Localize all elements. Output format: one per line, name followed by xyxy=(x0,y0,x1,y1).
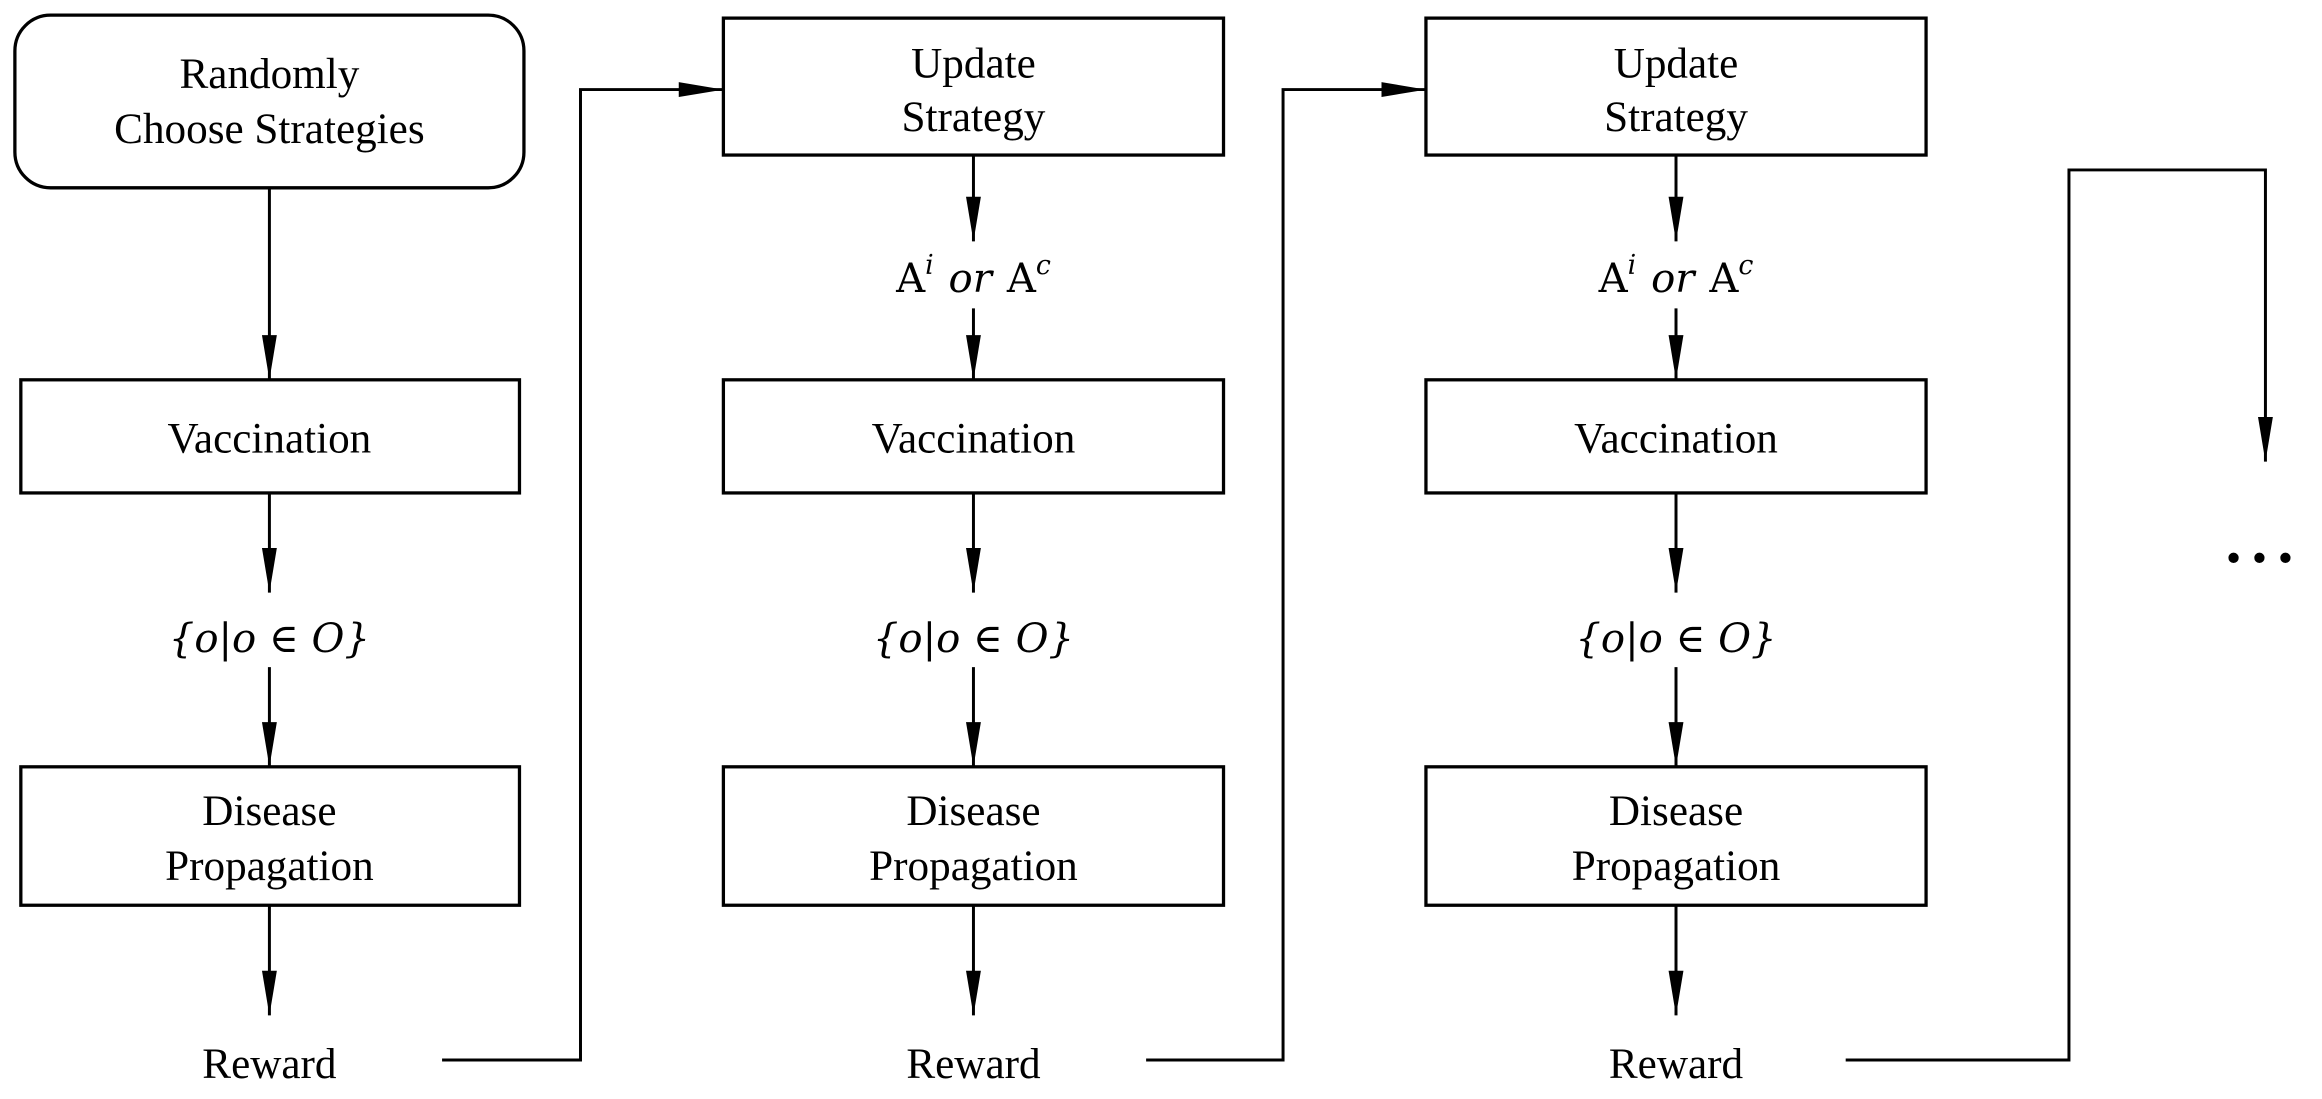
feedback-arrow-1 xyxy=(442,82,724,1062)
update-strategy-box xyxy=(1424,16,1928,157)
update-label-line2: Strategy xyxy=(1604,94,1748,141)
disease-label-line2: Propagation xyxy=(869,843,1078,890)
start-label-line1: Randomly xyxy=(180,51,360,98)
feedback-arrow-2 xyxy=(1146,82,1426,1062)
reward-label: Reward xyxy=(202,1041,337,1088)
start-label-line2: Choose Strategies xyxy=(114,106,424,153)
update-label-line1: Update xyxy=(911,41,1036,88)
disease-propagation-box xyxy=(721,765,1226,907)
observation-label: {o|o ∈ O} xyxy=(169,616,370,662)
vaccination-label: Vaccination xyxy=(168,416,372,463)
disease-propagation-box xyxy=(1424,765,1928,907)
column-1: Randomly Choose Strategies Vaccination {… xyxy=(13,13,526,1088)
update-label-line1: Update xyxy=(1614,41,1739,88)
disease-label-line2: Propagation xyxy=(165,843,374,890)
vaccination-label: Vaccination xyxy=(1574,416,1778,463)
disease-label-line2: Propagation xyxy=(1572,843,1781,890)
ellipsis: • • • xyxy=(2226,535,2293,582)
reward-label: Reward xyxy=(1609,1041,1744,1088)
continuation-arrow xyxy=(1845,168,2273,1062)
vaccination-box xyxy=(1424,378,1928,495)
update-strategy-box xyxy=(721,16,1226,157)
disease-label-line1: Disease xyxy=(906,788,1040,835)
update-label-line2: Strategy xyxy=(902,94,1046,141)
observation-label: {o|o ∈ O} xyxy=(873,616,1074,662)
vaccination-label: Vaccination xyxy=(872,416,1076,463)
disease-label-line1: Disease xyxy=(202,788,336,835)
vaccination-box xyxy=(721,378,1226,495)
disease-label-line1: Disease xyxy=(1609,788,1743,835)
observation-label: {o|o ∈ O} xyxy=(1575,616,1776,662)
start-node xyxy=(13,13,526,190)
disease-propagation-box xyxy=(19,765,522,907)
reward-label: Reward xyxy=(906,1041,1041,1088)
